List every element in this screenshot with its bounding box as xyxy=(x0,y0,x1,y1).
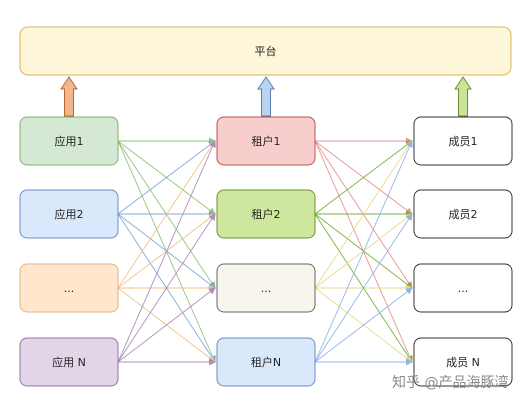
app-label: 应用1 xyxy=(55,134,84,148)
tenant-member-line xyxy=(314,140,413,215)
app-box-rect xyxy=(19,263,119,313)
app-box-3: ... xyxy=(19,263,119,313)
tenant-box-4: 租户N xyxy=(216,337,316,387)
platform-label: 平台 xyxy=(255,44,277,58)
app-tenant-line xyxy=(117,140,216,363)
app-tenant-line xyxy=(117,140,216,215)
tenant-box-2: 租户2 xyxy=(216,189,316,239)
connection-lines xyxy=(117,137,413,366)
app-tenant-line xyxy=(117,140,216,289)
tenant-label: 租户1 xyxy=(252,134,281,148)
tenant-label: 租户N xyxy=(251,355,281,369)
tenant-member-line xyxy=(314,213,413,363)
member-box-3: ... xyxy=(413,263,513,313)
app-box-rect xyxy=(19,116,119,166)
up-arrow xyxy=(257,76,275,117)
member-box-rect xyxy=(413,189,513,239)
app-label: 应用 N xyxy=(52,355,86,369)
member-box-rect xyxy=(413,263,513,313)
up-arrow xyxy=(60,76,78,117)
tenant-box-1: 租户1 xyxy=(216,116,316,166)
app-box-rect xyxy=(19,189,119,239)
member-box-1: 成员1 xyxy=(413,116,513,166)
platform-box xyxy=(19,26,512,76)
member-box-4: 成员 N xyxy=(413,337,513,387)
tenant-box-rect xyxy=(216,116,316,166)
member-label: 成员 N xyxy=(446,356,480,369)
member-label: 成员1 xyxy=(449,135,478,148)
app-label: ... xyxy=(64,282,75,295)
tenant-label: ... xyxy=(261,282,272,295)
tenant-member-line xyxy=(314,140,413,363)
tenant-box-rect xyxy=(216,263,316,313)
member-label: ... xyxy=(458,282,469,295)
tenant-member-line xyxy=(314,287,413,363)
member-box-rect xyxy=(413,337,513,387)
app-box-4: 应用 N xyxy=(19,337,119,387)
tenant-member-line xyxy=(314,140,413,289)
app-tenant-line xyxy=(117,213,216,363)
member-box-2: 成员2 xyxy=(413,189,513,239)
member-box-rect xyxy=(413,116,513,166)
tenant-label: 租户2 xyxy=(252,207,281,221)
tenant-box-3: ... xyxy=(216,263,316,313)
app-label: 应用2 xyxy=(55,207,84,221)
tenant-box-rect xyxy=(216,337,316,387)
app-box-1: 应用1 xyxy=(19,116,119,166)
member-label: 成员2 xyxy=(449,208,478,221)
watermark-text: 知乎 @产品海豚湾 xyxy=(392,374,508,391)
up-arrow xyxy=(454,76,472,117)
app-box-2: 应用2 xyxy=(19,189,119,239)
app-box-rect xyxy=(19,337,119,387)
tenant-box-rect xyxy=(216,189,316,239)
app-tenant-line xyxy=(117,287,216,363)
